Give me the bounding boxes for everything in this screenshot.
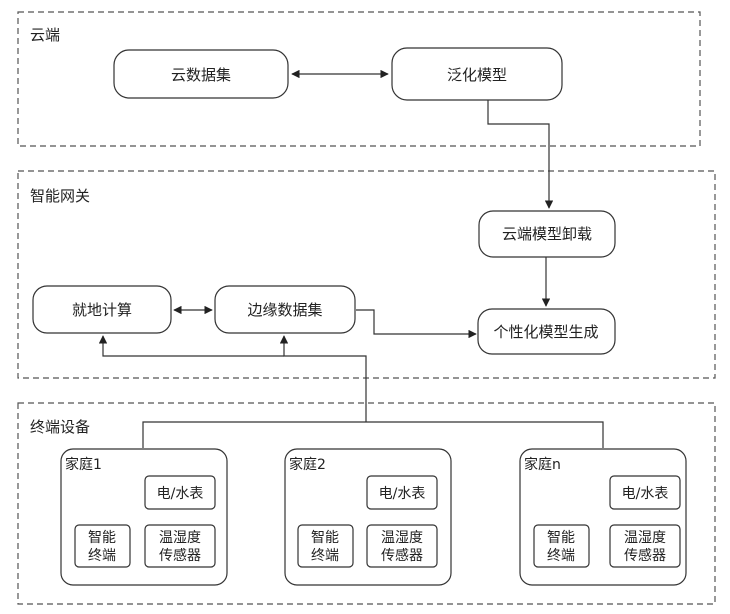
local-compute-node: 就地计算 [32,285,172,334]
home-1-title: 家庭1 [65,456,102,473]
home-n-terminal-line2: 终端 [547,548,575,564]
home-2-terminal-line1: 智能 [311,530,339,546]
home-n-terminal-line1: 智能 [547,530,575,546]
edge-personal-arrow [356,309,477,339]
home-2-sensor-line1: 温湿度 [381,530,423,546]
home-n-sensor-line1: 温湿度 [624,530,666,546]
home-1-meter-label: 电/水表 [157,486,204,502]
home-1: 家庭1 电/水表 智能 终端 温湿度 传感器 [60,448,228,586]
bus-local-arrow [98,335,284,357]
cloud-model-unload-label: 云端模型卸载 [502,225,592,243]
home-1-sensor-line1: 温湿度 [159,530,201,546]
home-1-sensor [144,524,216,568]
home-1-terminal-line1: 智能 [88,530,116,546]
home-n-meter-label: 电/水表 [622,486,669,502]
home-n-sensor [609,524,681,568]
personalized-model-node: 个性化模型生成 [477,308,616,355]
home-1-sensor-line2: 传感器 [159,547,201,564]
local-compute-label: 就地计算 [72,301,132,319]
home-2-smart-terminal [297,524,354,568]
bus-edge-arrow [279,335,367,422]
edge-dataset-node: 边缘数据集 [214,285,356,334]
cloud-dataset-label: 云数据集 [171,66,231,84]
terminal-zone: 终端设备 [17,402,716,605]
home-1-smart-terminal [74,524,131,568]
home-n-sensor-line2: 传感器 [624,547,666,564]
cloud-model-unload-node: 云端模型卸载 [478,210,616,258]
home-1-terminal-line2: 终端 [88,548,116,564]
home-2-title: 家庭2 [289,456,326,473]
cloud-zone: 云端 [17,11,701,147]
personalized-model-label: 个性化模型生成 [493,323,598,341]
home-2-terminal-line2: 终端 [311,548,339,564]
cloud-zone-title: 云端 [30,26,60,44]
home-n-smart-terminal [533,524,590,568]
connectors [98,69,604,448]
home-2-sensor-line2: 传感器 [381,547,423,564]
terminal-zone-title: 终端设备 [30,418,90,436]
home-n-meter [609,475,681,510]
gateway-zone-title: 智能网关 [30,187,90,205]
terminal-bus-line [142,421,604,448]
general-model-label: 泛化模型 [447,66,507,84]
home-2: 家庭2 电/水表 智能 终端 温湿度 传感器 [284,448,452,586]
home-2-sensor [366,524,438,568]
cloud-dataset-node: 云数据集 [113,49,289,99]
home-2-meter-label: 电/水表 [379,486,426,502]
model-unload-arrow [487,99,554,209]
edge-dataset-label: 边缘数据集 [247,301,322,319]
home-1-meter [144,475,216,510]
home-2-meter [366,475,438,510]
general-model-node: 泛化模型 [391,47,563,101]
home-n: 家庭n 电/水表 智能 终端 温湿度 传感器 [519,448,687,586]
home-n-title: 家庭n [524,456,561,473]
